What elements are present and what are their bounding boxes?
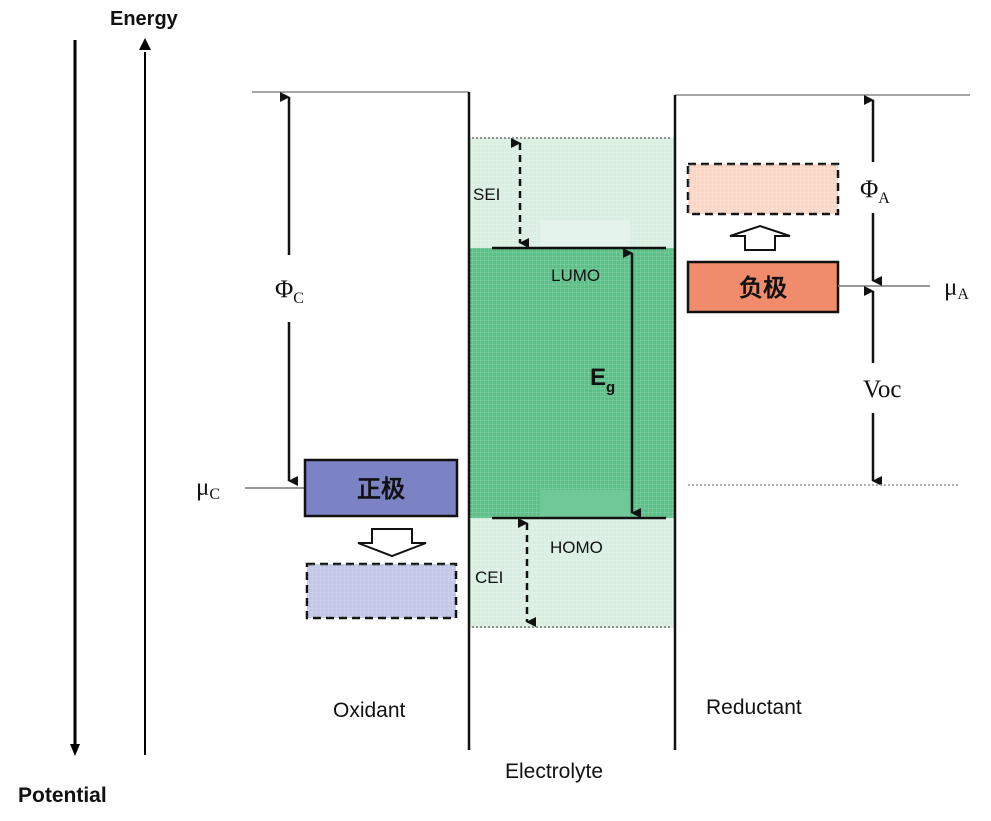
anode-box (686, 260, 840, 314)
anode-label: 负极 (739, 275, 787, 302)
sei-label: SEI (473, 185, 500, 204)
cei-label: CEI (475, 568, 503, 587)
homo-label: HOMO (550, 538, 603, 557)
mu-a-label: μA (944, 274, 969, 303)
potential-arrowhead-icon (70, 744, 80, 756)
cathode-box (303, 458, 459, 518)
lumo-label: LUMO (551, 266, 600, 285)
potential-label: Potential (18, 784, 107, 807)
cathode-down-arrow-icon (357, 528, 427, 558)
energy-arrowhead-icon (139, 38, 151, 50)
phi-c-label: ΦC (275, 276, 304, 307)
reductant-label: Reductant (706, 696, 802, 719)
anode-up-arrow-icon (729, 224, 791, 251)
oxidant-label: Oxidant (333, 699, 406, 722)
electrolyte-label: Electrolyte (505, 760, 603, 783)
energy-label: Energy (110, 8, 179, 30)
band-gap-label: Eg (590, 364, 615, 396)
mu-c-label: μC (196, 474, 220, 503)
voc-label: Voc (863, 376, 901, 403)
cathode-label: 正极 (357, 476, 405, 503)
phi-a-label: ΦA (860, 176, 890, 207)
